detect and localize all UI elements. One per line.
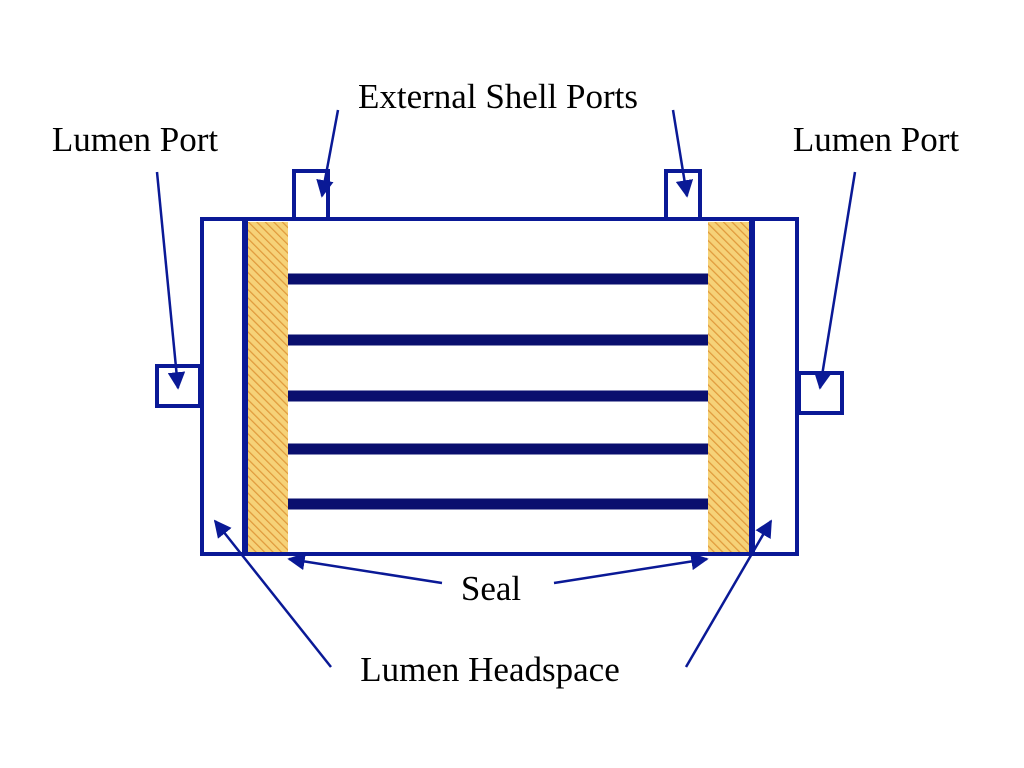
lumen-port-right bbox=[797, 371, 844, 415]
seal-label: Seal bbox=[461, 569, 522, 608]
fiber-bundle bbox=[288, 273, 708, 510]
lumen-headspace-label: Lumen Headspace bbox=[360, 650, 619, 689]
arrow-headspace-left bbox=[213, 519, 332, 668]
arrow-headspace-right bbox=[684, 519, 773, 668]
arrow-external-shell-left bbox=[316, 109, 340, 198]
lumen-port-right-label: Lumen Port bbox=[793, 120, 960, 159]
arrow-external-shell-right bbox=[671, 109, 694, 198]
arrow-lumen-port-right bbox=[813, 171, 857, 390]
callout-arrows bbox=[155, 109, 857, 668]
seal-left bbox=[246, 222, 288, 552]
arrow-seal-left bbox=[287, 552, 443, 585]
external-shell-ports-label: External Shell Ports bbox=[358, 77, 638, 116]
lumen-port-left-label: Lumen Port bbox=[52, 120, 219, 159]
seal-right bbox=[708, 222, 750, 552]
arrow-seal-right bbox=[553, 552, 709, 585]
arrow-lumen-port-left bbox=[155, 171, 186, 390]
